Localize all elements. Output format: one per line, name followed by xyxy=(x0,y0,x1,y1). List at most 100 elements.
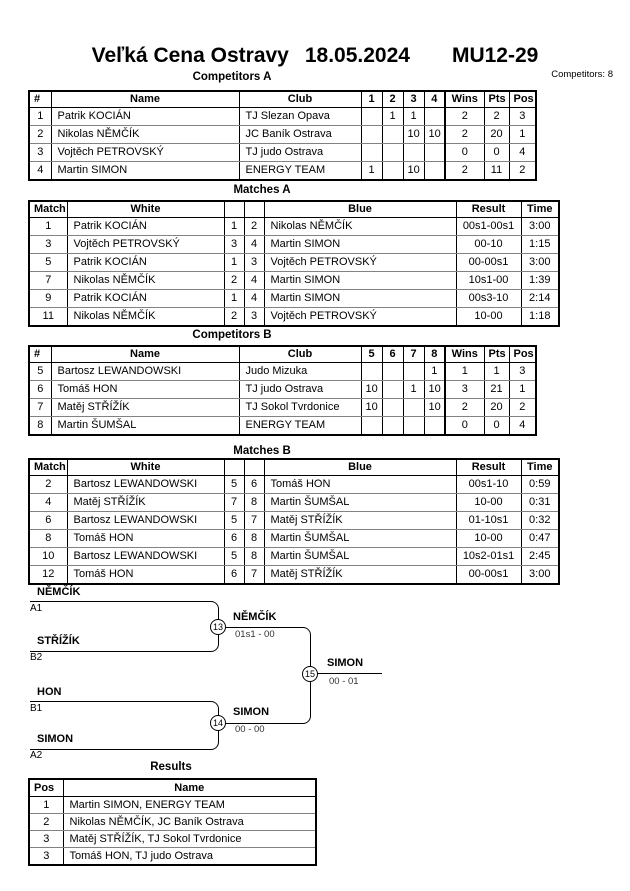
col-header-pts: Pts xyxy=(483,346,510,363)
bracket-winner-name: NĚMČÍK xyxy=(233,611,277,623)
cell-white-name: Bartosz LEWANDOWSKI xyxy=(66,511,225,530)
cell-time: 2:14 xyxy=(520,289,560,308)
col-header-blue: Blue xyxy=(263,459,457,476)
cell-white-num: 1 xyxy=(223,217,245,236)
cell-white-name: Nikolas NĚMČÍK xyxy=(66,271,225,290)
cell-wins: 2 xyxy=(444,125,485,144)
cell-white-name: Tomáš HON xyxy=(66,565,225,585)
col-header-white-num xyxy=(223,459,245,476)
cell-num: 8 xyxy=(28,416,52,436)
cell-white-name: Bartosz LEWANDOWSKI xyxy=(66,475,225,494)
matches-a-table: Match White Blue Result Time 1 Patrik KO… xyxy=(28,200,560,327)
competitor-row: 1 Patrik KOCIÁN TJ Slezan Opava 1 1 2 2 … xyxy=(28,107,537,126)
cell-blue-num: 7 xyxy=(243,565,265,585)
cell-result: 00s3-10 xyxy=(455,289,522,308)
competitor-row: 6 Tomáš HON TJ judo Ostrava 10 1 10 3 21… xyxy=(28,380,537,399)
cell-result: 00-10 xyxy=(455,235,522,254)
cell-result: 00-00s1 xyxy=(455,565,522,585)
cell-blue-name: Vojtěch PETROVSKÝ xyxy=(263,253,457,272)
cell-score-3: 10 xyxy=(402,161,425,181)
cell-score-5: 10 xyxy=(360,398,383,417)
cell-name: Bartosz LEWANDOWSKI xyxy=(50,362,240,381)
cell-score-7 xyxy=(402,398,425,417)
bracket-connector-semifinal-2 xyxy=(30,701,219,750)
col-header-num: # xyxy=(28,91,52,108)
cell-wins: 1 xyxy=(444,362,485,381)
cell-score-8: 10 xyxy=(423,398,446,417)
cell-score-8 xyxy=(423,416,446,436)
cell-time: 0:59 xyxy=(520,475,560,494)
bracket-slot-seed: A2 xyxy=(30,750,43,761)
match-row: 10 Bartosz LEWANDOWSKI 5 8 Martin ŠUMŠAL… xyxy=(28,547,560,566)
bracket-match-result: 00 - 01 xyxy=(329,676,359,687)
cell-wins: 2 xyxy=(444,107,485,126)
cell-pts: 0 xyxy=(483,416,510,436)
cell-white-name: Nikolas NĚMČÍK xyxy=(66,307,225,327)
cell-white-num: 5 xyxy=(223,511,245,530)
cell-match-no: 2 xyxy=(28,475,68,494)
section-title-matches-b: Matches B xyxy=(233,445,291,457)
cell-pts: 21 xyxy=(483,380,510,399)
cell-score-4 xyxy=(423,143,446,162)
cell-pos: 1 xyxy=(28,796,64,814)
cell-blue-name: Martin ŠUMŠAL xyxy=(263,547,457,566)
bracket-winner-name: SIMON xyxy=(327,657,364,669)
result-row: 2 Nikolas NĚMČÍK, JC Baník Ostrava xyxy=(28,813,317,831)
bracket-slot-name: SIMON xyxy=(37,733,74,745)
cell-blue-num: 3 xyxy=(243,253,265,272)
cell-wins: 2 xyxy=(444,398,485,417)
cell-time: 0:32 xyxy=(520,511,560,530)
col-header-white: White xyxy=(66,201,225,218)
cell-time: 3:00 xyxy=(520,565,560,585)
cell-num: 6 xyxy=(28,380,52,399)
bracket-winner-line xyxy=(316,673,382,674)
bracket-match-result: 00 - 00 xyxy=(235,724,265,735)
cell-blue-num: 4 xyxy=(243,235,265,254)
cell-white-num: 2 xyxy=(223,307,245,327)
col-header-name: Name xyxy=(50,346,240,363)
cell-white-name: Bartosz LEWANDOWSKI xyxy=(66,547,225,566)
competitor-row: 2 Nikolas NĚMČÍK JC Baník Ostrava 10 10 … xyxy=(28,125,537,144)
cell-time: 3:00 xyxy=(520,217,560,236)
bracket-winner-name: SIMON xyxy=(233,706,270,718)
cell-time: 1:18 xyxy=(520,307,560,327)
section-title-competitors-a: Competitors A xyxy=(192,71,272,83)
cell-score-7 xyxy=(402,416,425,436)
cell-match-no: 4 xyxy=(28,493,68,512)
cell-name: Matěj STŘÍŽÍK xyxy=(50,398,240,417)
cell-name: Nikolas NĚMČÍK, JC Baník Ostrava xyxy=(62,813,317,831)
col-header-4: 4 xyxy=(423,91,446,108)
bracket-match-result: 01s1 - 00 xyxy=(235,629,275,640)
match-row: 5 Patrik KOCIÁN 1 3 Vojtěch PETROVSKÝ 00… xyxy=(28,253,560,272)
col-header-pos: Pos xyxy=(508,346,537,363)
cell-blue-num: 3 xyxy=(243,307,265,327)
match-row: 2 Bartosz LEWANDOWSKI 5 6 Tomáš HON 00s1… xyxy=(28,475,560,494)
cell-name: Nikolas NĚMČÍK xyxy=(50,125,240,144)
cell-match-no: 8 xyxy=(28,529,68,548)
cell-num: 3 xyxy=(28,143,52,162)
cell-pos: 3 xyxy=(508,362,537,381)
cell-match-no: 3 xyxy=(28,235,68,254)
col-header-name: Name xyxy=(62,779,317,797)
match-row: 9 Patrik KOCIÁN 1 4 Martin SIMON 00s3-10… xyxy=(28,289,560,308)
cell-white-name: Patrik KOCIÁN xyxy=(66,289,225,308)
cell-white-name: Patrik KOCIÁN xyxy=(66,253,225,272)
cell-blue-name: Matěj STŘÍŽÍK xyxy=(263,565,457,585)
cell-blue-name: Martin ŠUMŠAL xyxy=(263,529,457,548)
col-header-6: 6 xyxy=(381,346,404,363)
cell-score-1 xyxy=(360,107,383,126)
cell-white-num: 5 xyxy=(223,547,245,566)
section-title-competitors-b: Competitors B xyxy=(192,329,272,341)
competitor-row: 3 Vojtěch PETROVSKÝ TJ judo Ostrava 0 0 … xyxy=(28,143,537,162)
cell-score-2 xyxy=(381,161,404,181)
cell-wins: 3 xyxy=(444,380,485,399)
cell-score-7 xyxy=(402,362,425,381)
cell-match-no: 5 xyxy=(28,253,68,272)
cell-club: ENERGY TEAM xyxy=(238,161,362,181)
cell-score-5 xyxy=(360,416,383,436)
cell-score-7: 1 xyxy=(402,380,425,399)
cell-time: 2:45 xyxy=(520,547,560,566)
cell-white-name: Tomáš HON xyxy=(66,529,225,548)
cell-score-6 xyxy=(381,398,404,417)
cell-blue-name: Martin SIMON xyxy=(263,235,457,254)
